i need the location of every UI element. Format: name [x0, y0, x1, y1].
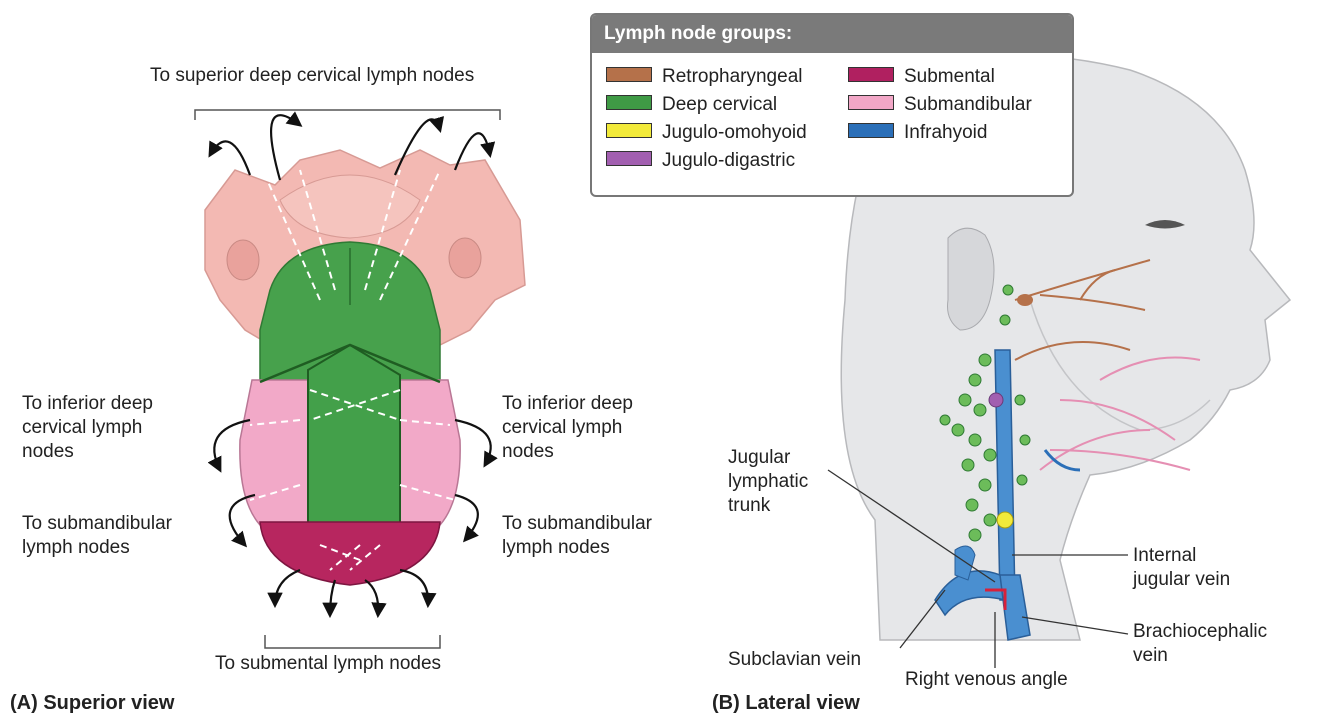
- legend-swatch: [606, 67, 652, 82]
- legend-swatch: [606, 95, 652, 110]
- legend-item-submandibular: Submandibular: [848, 93, 1032, 117]
- tongue-center-strip: [308, 345, 400, 525]
- legend-item-infrahyoid: Infrahyoid: [848, 121, 987, 145]
- legend-title: Lymph node groups:: [592, 15, 1072, 53]
- label-internal-jugular-vein: Internal jugular vein: [1133, 544, 1230, 592]
- top-arrow-1: [210, 141, 250, 175]
- caption-lateral-view: (B) Lateral view: [712, 692, 860, 715]
- bottom-bracket: [265, 635, 440, 648]
- bottom-arrow-3: [365, 580, 378, 615]
- right-submandibular-arrow: [455, 495, 478, 540]
- left-tonsil: [227, 240, 259, 280]
- legend-item-deep-cervical: Deep cervical: [606, 93, 777, 117]
- label-right-inferior-deep-cervical: To inferior deep cervical lymph nodes: [502, 392, 633, 464]
- label-right-submandibular: To submandibular lymph nodes: [502, 512, 652, 560]
- label-brachiocephalic-vein: Brachiocephalic vein: [1133, 620, 1267, 668]
- legend-swatch: [606, 151, 652, 166]
- legend-item-jugulo-digastric: Jugulo-digastric: [606, 149, 795, 173]
- bottom-arrow-4: [400, 570, 428, 605]
- label-jugular-lymphatic-trunk: Jugular lymphatic trunk: [728, 446, 808, 518]
- legend-swatch: [848, 123, 894, 138]
- right-tonsil: [449, 238, 481, 278]
- label-left-inferior-deep-cervical: To inferior deep cervical lymph nodes: [22, 392, 153, 464]
- bottom-arrow-2: [330, 580, 335, 615]
- label-left-submandibular: To submandibular lymph nodes: [22, 512, 172, 560]
- legend-swatch: [848, 95, 894, 110]
- jugulo-digastric-node: [989, 393, 1003, 407]
- legend-swatch: [848, 67, 894, 82]
- label-right-venous-angle: Right venous angle: [905, 668, 1068, 692]
- caption-superior-view: (A) Superior view: [10, 692, 174, 715]
- legend-item-retropharyngeal: Retropharyngeal: [606, 65, 802, 89]
- legend-item-jugulo-omohyoid: Jugulo-omohyoid: [606, 121, 807, 145]
- top-bracket: [195, 110, 500, 120]
- retropharyngeal-node: [1017, 294, 1033, 306]
- legend-box: Lymph node groups: Retropharyngeal Deep …: [590, 13, 1074, 197]
- label-submental: To submental lymph nodes: [215, 652, 441, 676]
- legend-item-submental: Submental: [848, 65, 995, 89]
- tongue-illustration: [195, 110, 525, 648]
- legend-swatch: [606, 123, 652, 138]
- bottom-arrow-1: [275, 570, 300, 605]
- label-subclavian-vein: Subclavian vein: [728, 648, 861, 672]
- jugulo-omohyoid-node: [997, 512, 1013, 528]
- label-superior-deep-cervical: To superior deep cervical lymph nodes: [150, 64, 474, 88]
